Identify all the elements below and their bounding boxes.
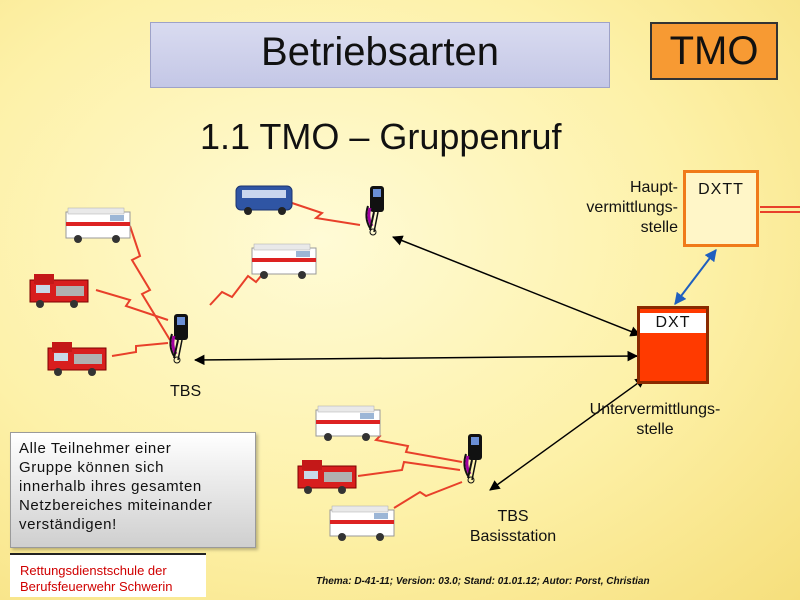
link-tbs-left-dxt (193, 350, 639, 366)
fire-engine-icon (297, 459, 357, 495)
tbs-left-label: TBS (170, 383, 202, 400)
ambulance-icon (329, 505, 395, 542)
minibus-icon (235, 185, 293, 215)
tbs-antenna-icon (462, 432, 484, 485)
fire-engine-icon (29, 273, 89, 309)
ambulance-icon (251, 243, 317, 280)
haupt-label: Haupt- vermittlungs- stelle (586, 179, 678, 236)
link-dxt-dxtt (674, 249, 717, 305)
fire-engine-icon (47, 341, 107, 377)
slide-subtitle: 1.1 TMO – Gruppenruf (200, 116, 562, 157)
link-tbs-top-dxt (392, 235, 641, 337)
link-tbs-bottom-dxt (489, 377, 646, 491)
info-box: Alle Teilnehmer einer Gruppe können sich… (10, 432, 256, 548)
ambulance-icon (65, 207, 131, 244)
title-bar (150, 22, 610, 88)
mode-badge: TMO (650, 22, 778, 80)
tbs-bottom-label: TBS Basisstation (469, 508, 557, 545)
dxtt-exchange (683, 170, 759, 247)
unter-label: Untervermittlungs- stelle (589, 401, 721, 438)
dxtt-label: DXTT (698, 181, 744, 198)
ambulance-icon (315, 405, 381, 442)
dxt-label: DXT (640, 313, 706, 333)
page-title: Betriebsarten (261, 30, 499, 74)
footer-meta: Thema: D-41-11; Version: 03.0; Stand: 01… (316, 576, 650, 587)
school-label: Rettungsdienstschule der Berufsfeuerwehr… (10, 553, 206, 597)
tbs-antenna-icon (168, 312, 190, 365)
tbs-antenna-icon (364, 184, 386, 237)
